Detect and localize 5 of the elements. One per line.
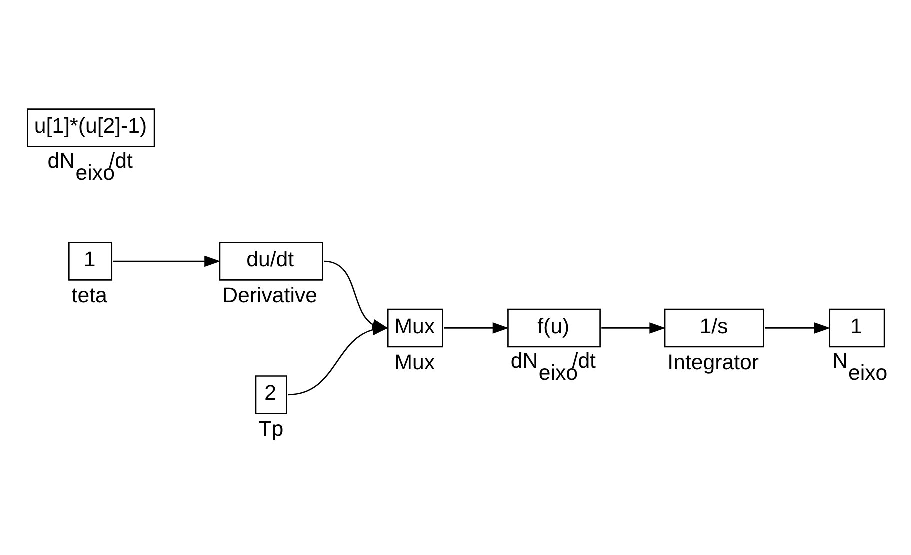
node-label: Derivative (222, 284, 318, 308)
node-label: Integrator (668, 350, 760, 374)
node-label: Tp (258, 417, 284, 442)
node-label: Mux (394, 350, 436, 374)
node-label: teta (72, 284, 108, 308)
